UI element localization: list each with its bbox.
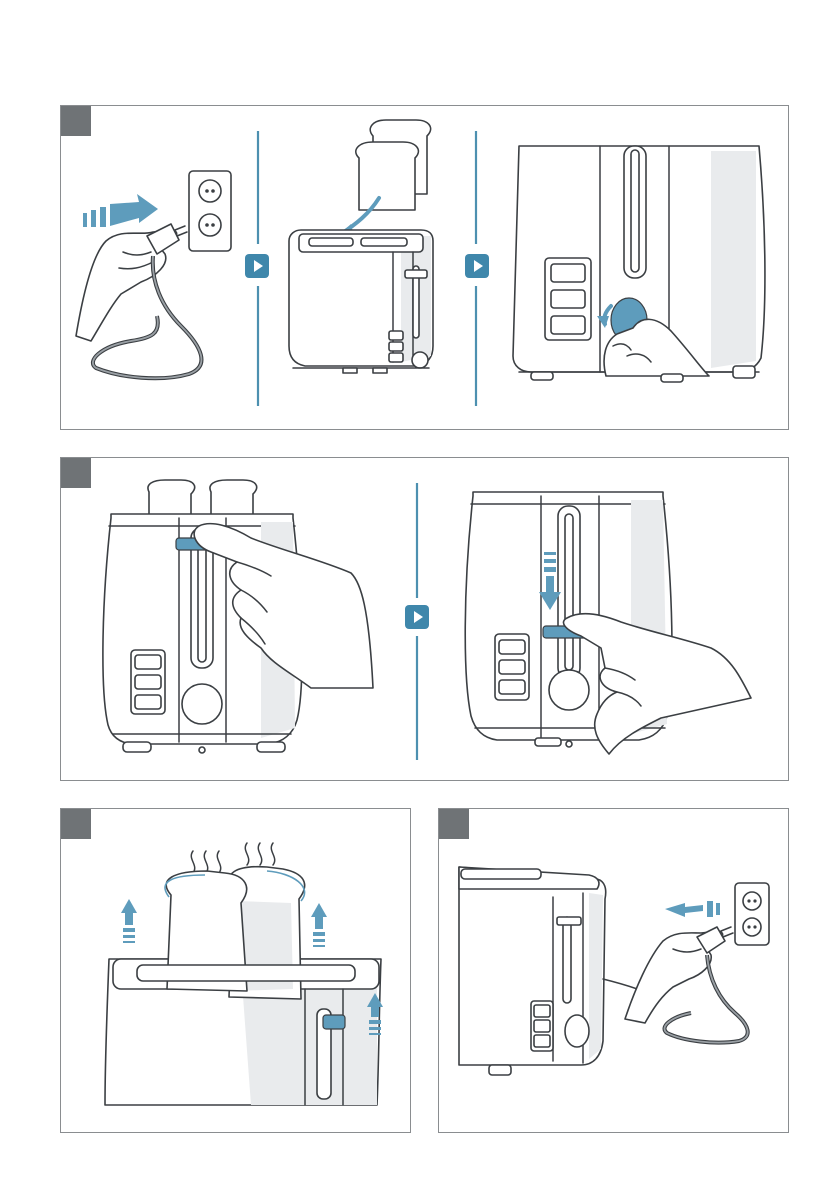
step-2-illustration bbox=[61, 458, 790, 782]
step-3-illustration bbox=[61, 809, 412, 1134]
up-arrow-icon bbox=[121, 899, 137, 943]
figure-lever-pressed-down bbox=[465, 492, 751, 754]
next-arrow-icon bbox=[405, 605, 429, 629]
up-arrow-icon bbox=[311, 903, 327, 947]
figure-toast-pops-up-steaming bbox=[105, 843, 383, 1105]
figure-press-lever-down-start bbox=[103, 480, 373, 753]
figure-insert-bread-slices bbox=[289, 120, 433, 373]
step-panel-4 bbox=[438, 808, 789, 1133]
step-panel-1 bbox=[60, 105, 789, 430]
step-1-illustration bbox=[61, 106, 790, 431]
figure-plug-into-socket bbox=[76, 171, 231, 378]
figure-turn-browning-dial bbox=[513, 146, 765, 382]
next-arrow-icon bbox=[465, 254, 489, 278]
next-arrow-icon bbox=[245, 254, 269, 278]
step-4-illustration bbox=[439, 809, 790, 1134]
figure-unplug-from-socket bbox=[459, 867, 769, 1075]
step-panel-2 bbox=[60, 457, 789, 781]
step-panel-3 bbox=[60, 808, 411, 1133]
